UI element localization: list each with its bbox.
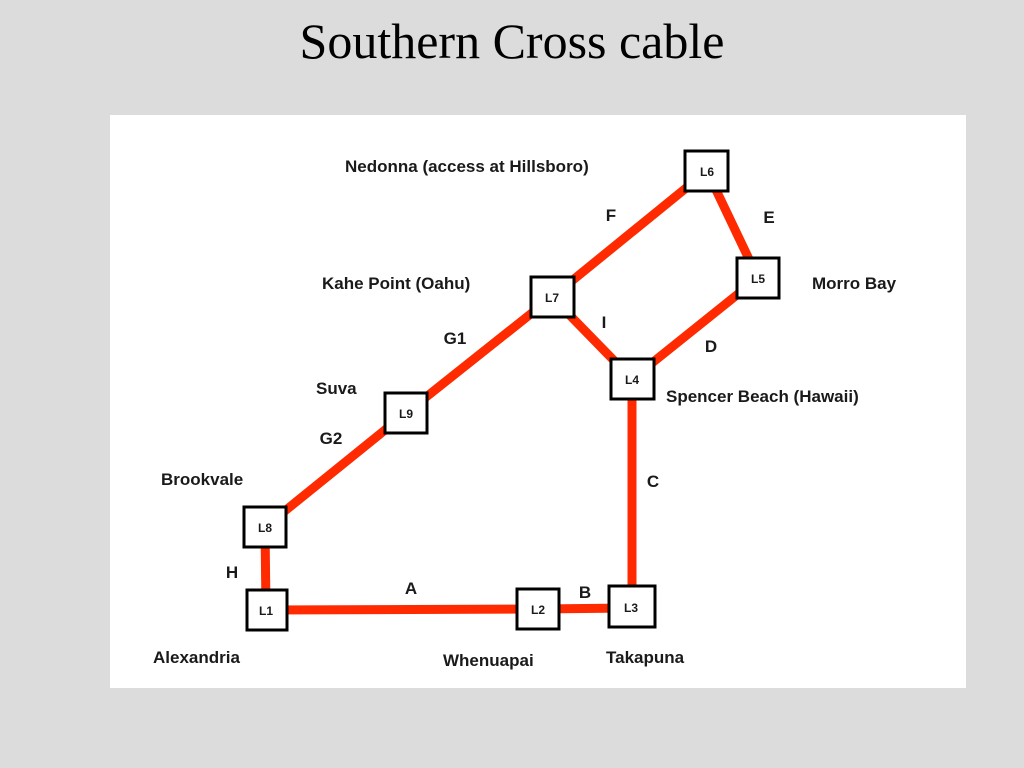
segment-label-b: B [579, 583, 591, 602]
node-l2: L2 [515, 587, 561, 631]
node-label-l5: L5 [751, 272, 765, 286]
place-label-spencer-beach: Spencer Beach (Hawaii) [666, 387, 859, 406]
segment-a-line [265, 604, 539, 615]
segment-label-g1: G1 [444, 329, 467, 348]
node-label-l4: L4 [625, 373, 639, 387]
node-label-l1: L1 [259, 604, 273, 618]
node-label-l7: L7 [545, 291, 559, 305]
segment-g1-line [403, 293, 555, 417]
place-label-brookvale: Brookvale [161, 470, 243, 489]
node-label-l2: L2 [531, 603, 545, 617]
node-label-l9: L9 [399, 407, 413, 421]
segment-label-c: C [647, 472, 659, 491]
place-label-takapuna: Takapuna [606, 648, 685, 667]
node-l5: L5 [735, 256, 781, 300]
place-label-kahe-point: Kahe Point (Oahu) [322, 274, 470, 293]
place-label-nedonna: Nedonna (access at Hillsboro) [345, 157, 589, 176]
place-label-alexandria: Alexandria [153, 648, 240, 667]
segment-label-f: F [606, 206, 616, 225]
node-l3: L3 [607, 584, 657, 629]
node-l6: L6 [683, 149, 730, 193]
node-label-l3: L3 [624, 601, 638, 615]
segment-label-i: I [602, 313, 607, 332]
node-l9: L9 [383, 391, 429, 435]
node-l4: L4 [609, 357, 656, 401]
segment-label-a: A [405, 579, 417, 598]
node-label-l8: L8 [258, 521, 272, 535]
place-label-suva: Suva [316, 379, 357, 398]
slide-title: Southern Cross cable [299, 13, 725, 69]
segment-label-g2: G2 [320, 429, 343, 448]
place-label-whenuapai: Whenuapai [443, 651, 534, 670]
node-l8: L8 [242, 505, 288, 549]
node-l7: L7 [529, 275, 576, 319]
node-l1: L1 [245, 588, 289, 632]
segment-f-line [549, 167, 710, 301]
place-label-morro-bay: Morro Bay [812, 274, 897, 293]
segment-label-e: E [763, 208, 774, 227]
segment-g2-line [262, 409, 409, 531]
segment-label-d: D [705, 337, 717, 356]
segment-label-h: H [226, 563, 238, 582]
node-label-l6: L6 [700, 165, 714, 179]
